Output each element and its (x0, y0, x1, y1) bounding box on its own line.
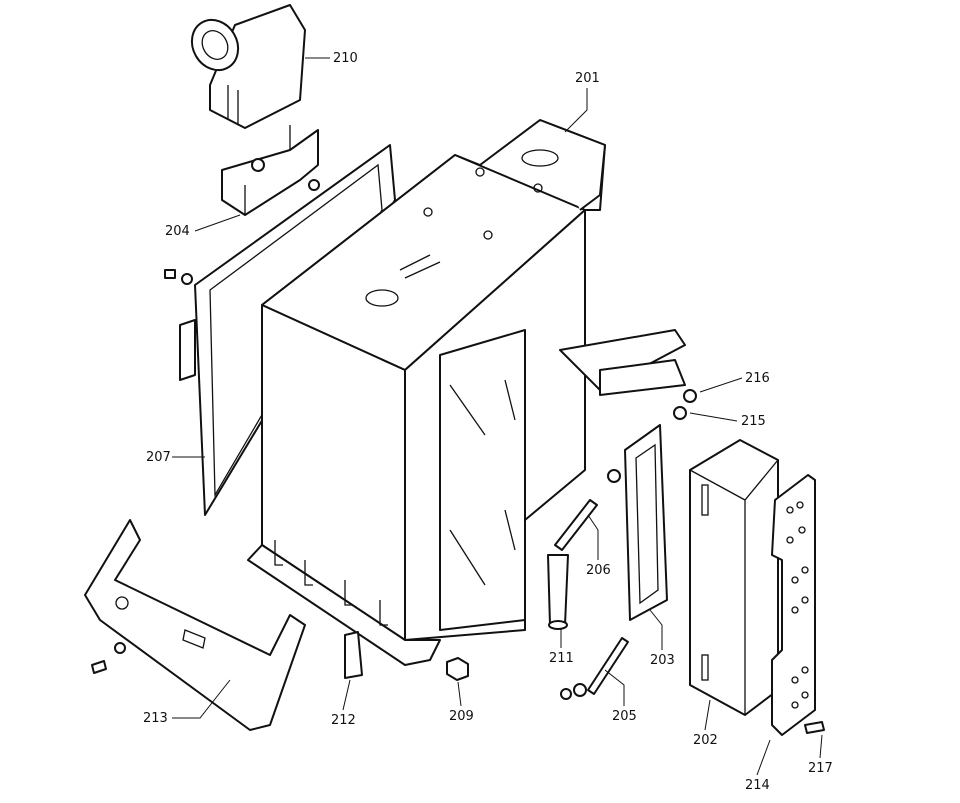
part-204-bracket (221, 125, 320, 216)
callout-207: 207 (146, 450, 171, 465)
part-213-cover (84, 519, 306, 731)
part-206-211-crank (547, 499, 598, 630)
part-215-216-washers (607, 389, 697, 483)
callout-217: 217 (808, 761, 833, 776)
callout-204: 204 (165, 224, 190, 239)
leader-lines (172, 57, 823, 776)
part-214-plate (771, 474, 816, 736)
part-217-screw (804, 721, 825, 734)
part-203-frame (624, 424, 668, 621)
callout-203: 203 (650, 653, 675, 668)
part-205-rod (560, 637, 629, 700)
callout-201: 201 (575, 71, 600, 86)
callout-210: 210 (333, 51, 358, 66)
callout-209: 209 (449, 709, 474, 724)
callout-214: 214 (745, 778, 770, 793)
callout-211: 211 (549, 651, 574, 666)
part-212-clip (344, 631, 363, 679)
callout-212: 212 (331, 713, 356, 728)
part-202-box (689, 439, 779, 716)
callout-216: 216 (745, 371, 770, 386)
callout-202: 202 (693, 733, 718, 748)
part-209-nut (446, 657, 469, 681)
callout-205: 205 (612, 709, 637, 724)
part-201-body (247, 119, 686, 666)
part-210-hopper (190, 4, 306, 129)
callout-206: 206 (586, 563, 611, 578)
callout-213: 213 (143, 711, 168, 726)
callout-215: 215 (741, 414, 766, 429)
